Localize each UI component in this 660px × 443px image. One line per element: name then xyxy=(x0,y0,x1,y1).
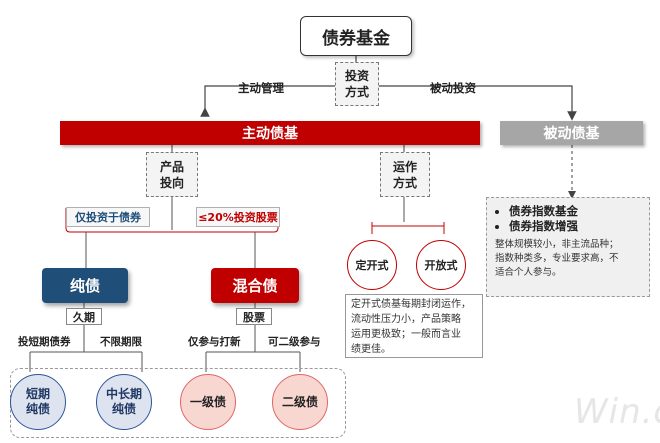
bond-fund-title: 债券基金 xyxy=(300,16,412,56)
method-line-2: 方式 xyxy=(344,85,369,99)
closed-end-node: 定开式 xyxy=(347,240,397,290)
ipo-only-label: 仅参与打新 xyxy=(188,336,241,348)
mid-long-line-2: 纯债 xyxy=(111,402,136,416)
product-line-1: 产品 xyxy=(159,159,184,174)
passive-fund-description: 整体规模较小，非主流品种； 指数种类多，专业要求高，不 适合个人参与。 xyxy=(495,238,641,280)
passive-fund-list: 债券指数基金 债券指数增强 xyxy=(495,204,641,234)
wind-watermark: Win.d xyxy=(574,392,660,432)
short-term-bonds-label: 投短期债券 xyxy=(18,336,71,348)
pure-bond-node: 纯债 xyxy=(42,268,128,303)
open-end-node: 开放式 xyxy=(416,240,466,290)
secondary-market-label: 可二级参与 xyxy=(268,336,321,348)
level-two-bond-node: 二级债 xyxy=(272,374,328,430)
note-line-2: 流动性压力小，产品策略 xyxy=(351,314,461,325)
short-term-line-1: 短期 xyxy=(25,387,50,401)
operation-method-box: 运作 方式 xyxy=(380,152,430,197)
note-line-3: 运用更极致；一般而言业 xyxy=(351,329,461,340)
no-term-limit-label: 不限期限 xyxy=(100,336,142,348)
desc-line-2: 指数种类多，专业要求高，不 xyxy=(495,253,619,264)
active-bond-fund-bar: 主动债基 xyxy=(60,121,480,145)
desc-line-3: 适合个人参与。 xyxy=(495,267,562,278)
product-line-2: 投向 xyxy=(159,175,184,190)
closed-end-note: 定开式债基每期封闭运作， 流动性压力小，产品策略 运用更极致；一般而言业 绩更佳… xyxy=(345,294,483,358)
desc-line-1: 整体规模较小，非主流品种； xyxy=(495,239,619,250)
mid-long-term-pure-bond-node: 中长期 纯债 xyxy=(96,374,152,430)
bond-index-enhanced-item: 债券指数增强 xyxy=(509,219,641,234)
operation-line-1: 运作 xyxy=(392,159,417,174)
passive-fund-panel: 债券指数基金 债券指数增强 整体规模较小，非主流品种； 指数种类多，专业要求高，… xyxy=(486,197,650,297)
bond-index-fund-item: 债券指数基金 xyxy=(509,204,641,219)
bonds-only-tag: 仅投资于债券 xyxy=(66,207,150,227)
passive-investment-label: 被动投资 xyxy=(430,81,476,95)
level-one-bond-node: 一级债 xyxy=(180,374,236,430)
short-term-line-2: 纯债 xyxy=(25,402,50,416)
operation-line-2: 方式 xyxy=(392,175,417,190)
stock-limit-tag: ≤20%投资股票 xyxy=(196,207,280,227)
investment-method-box: 投资 方式 xyxy=(335,62,379,106)
method-line-1: 投资 xyxy=(344,69,369,83)
note-line-1: 定开式债基每期封闭运作， xyxy=(351,299,471,310)
mixed-bond-node: 混合债 xyxy=(211,268,299,303)
mid-long-line-1: 中长期 xyxy=(105,387,142,401)
passive-bond-fund-bar: 被动债基 xyxy=(500,121,643,145)
active-management-label: 主动管理 xyxy=(238,81,284,95)
short-term-pure-bond-node: 短期 纯债 xyxy=(10,374,66,430)
note-line-4: 绩更佳。 xyxy=(351,344,391,355)
duration-tag: 久期 xyxy=(66,308,102,325)
stock-tag: 股票 xyxy=(236,308,272,325)
product-direction-box: 产品 投向 xyxy=(146,152,198,197)
